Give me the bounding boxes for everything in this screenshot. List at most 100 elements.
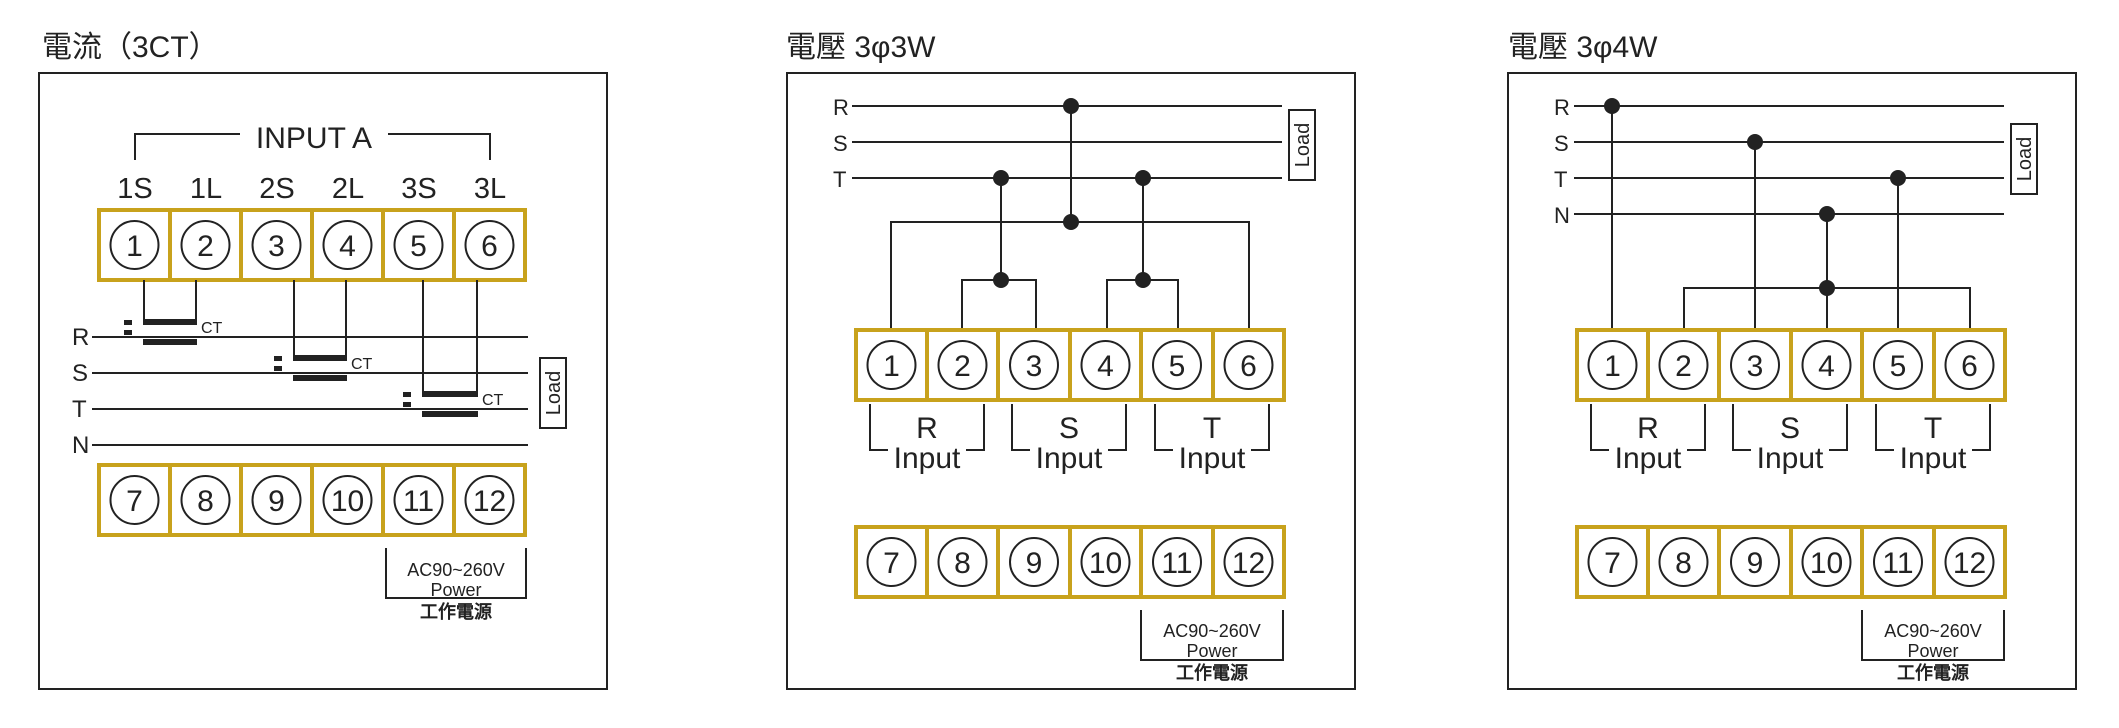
p3-line-label-s: S: [1554, 131, 1569, 156]
current-load-label: Load: [543, 371, 565, 416]
p3-power-bracket: [1861, 610, 2005, 661]
p2-group-t-label: Input: [1179, 442, 1246, 475]
p3-terminal-7: 7: [1604, 547, 1621, 580]
terminal-3: 3: [268, 230, 285, 263]
current-transformers: [124, 319, 478, 417]
p2-load-label: Load: [1292, 123, 1314, 168]
terminal-5: 5: [410, 230, 427, 263]
p3-line-label-n: N: [1554, 203, 1570, 228]
p3-terminal-10: 10: [1810, 547, 1843, 580]
p3-input-brackets: [1590, 404, 1991, 451]
p2-top-terminal-block: [854, 328, 1286, 402]
p2-terminal-7: 7: [883, 547, 900, 580]
current-power-label: Power: [430, 580, 481, 600]
input-a-bracket-right: [388, 133, 491, 160]
p3-terminal-3: 3: [1747, 350, 1764, 383]
input-a-label: INPUT A: [256, 122, 372, 155]
panel-current: [134, 133, 491, 160]
p2-input-brackets: [869, 404, 1270, 451]
line-label-t: T: [72, 396, 87, 423]
p2-group-r-phase: R: [916, 412, 938, 445]
panel-3p4w-frame: [1507, 72, 2077, 690]
p3-terminal-6: 6: [1961, 350, 1978, 383]
p2-terminal-12: 12: [1232, 547, 1265, 580]
terminal-10: 10: [331, 485, 364, 518]
p3-power-voltage: AC90~260V: [1884, 621, 1982, 641]
p3-line-label-t: T: [1554, 167, 1567, 192]
p2-junction-dots: [993, 98, 1151, 288]
p2-terminal-5: 5: [1169, 350, 1186, 383]
p3-terminal-12: 12: [1953, 547, 1986, 580]
p3-terminal-2: 2: [1675, 350, 1692, 383]
panel-3p3w-title: 電壓 3φ3W: [786, 31, 936, 64]
line-label-n: N: [72, 432, 89, 459]
p3-line-label-r: R: [1554, 95, 1570, 120]
terminal-2: 2: [197, 230, 214, 263]
current-power-cn: 工作電源: [420, 601, 492, 622]
current-power-bracket: [385, 548, 527, 599]
terminal-4: 4: [339, 230, 356, 263]
line-label-s: S: [72, 360, 88, 387]
p3-top-terminal-block: [1575, 328, 2007, 402]
current-load-box: [539, 357, 567, 429]
p3-power-label: Power: [1907, 641, 1958, 661]
p2-group-s-label: Input: [1036, 442, 1103, 475]
p2-bottom-terminal-block: [854, 525, 1286, 599]
panel-current-title: 電流（3CT）: [42, 31, 219, 64]
p3-group-t-label: Input: [1900, 442, 1967, 475]
ct-label-1: CT: [201, 320, 223, 337]
current-lines: [92, 280, 528, 446]
p2-terminal-3: 3: [1026, 350, 1043, 383]
p2-group-t-phase: T: [1203, 412, 1221, 445]
p3-bottom-terminal-block: [1575, 525, 2007, 599]
p3-group-r-phase: R: [1637, 412, 1659, 445]
pin-label-1l: 1L: [190, 173, 222, 205]
panel-current-frame: [38, 72, 608, 690]
panel-3p4w-title: 電壓 3φ4W: [1508, 31, 1658, 64]
p2-power-label: Power: [1186, 641, 1237, 661]
p3-load-label: Load: [2014, 137, 2036, 182]
p2-power-cn: 工作電源: [1176, 662, 1248, 683]
ct-label-3: CT: [482, 392, 504, 409]
p3-terminal-5: 5: [1890, 350, 1907, 383]
panel-3p3w-frame: [786, 72, 1356, 690]
p2-terminal-8: 8: [954, 547, 971, 580]
terminal-6: 6: [481, 230, 498, 263]
p3-terminal-9: 9: [1747, 547, 1764, 580]
pin-label-2s: 2S: [259, 173, 294, 205]
p2-terminal-6: 6: [1240, 350, 1257, 383]
p2-terminal-2: 2: [954, 350, 971, 383]
line-label-r: R: [72, 324, 89, 351]
p3-group-t-phase: T: [1924, 412, 1942, 445]
p2-group-r-label: Input: [894, 442, 961, 475]
p3-group-r-label: Input: [1615, 442, 1682, 475]
ct-label-2: CT: [351, 356, 373, 373]
p3-terminal-4: 4: [1818, 350, 1835, 383]
terminal-1: 1: [126, 230, 143, 263]
p3-terminal-11: 11: [1882, 547, 1913, 580]
terminal-11: 11: [403, 485, 434, 518]
p2-terminal-9: 9: [1026, 547, 1043, 580]
p2-line-label-s: S: [833, 131, 848, 156]
terminal-12: 12: [473, 485, 506, 518]
current-top-terminal-block: [97, 208, 527, 282]
input-a-bracket-left: [134, 133, 240, 160]
p2-group-s-phase: S: [1059, 412, 1079, 445]
p2-terminal-4: 4: [1097, 350, 1114, 383]
p3-junction-dots: [1604, 98, 1906, 296]
p3-terminal-1: 1: [1604, 350, 1621, 383]
p2-line-label-r: R: [833, 95, 849, 120]
p3-load-box: [2010, 123, 2038, 195]
p3-group-s-phase: S: [1780, 412, 1800, 445]
p3-wiring: [1574, 105, 2004, 330]
p2-load-box: [1288, 109, 1316, 181]
p3-power-cn: 工作電源: [1897, 662, 1969, 683]
p2-terminal-10: 10: [1089, 547, 1122, 580]
current-power-voltage: AC90~260V: [407, 560, 505, 580]
terminal-7: 7: [126, 485, 143, 518]
pin-label-3s: 3S: [401, 173, 436, 205]
pin-label-3l: 3L: [474, 173, 506, 205]
terminal-8: 8: [197, 485, 214, 518]
current-bottom-terminal-block: [97, 463, 527, 537]
